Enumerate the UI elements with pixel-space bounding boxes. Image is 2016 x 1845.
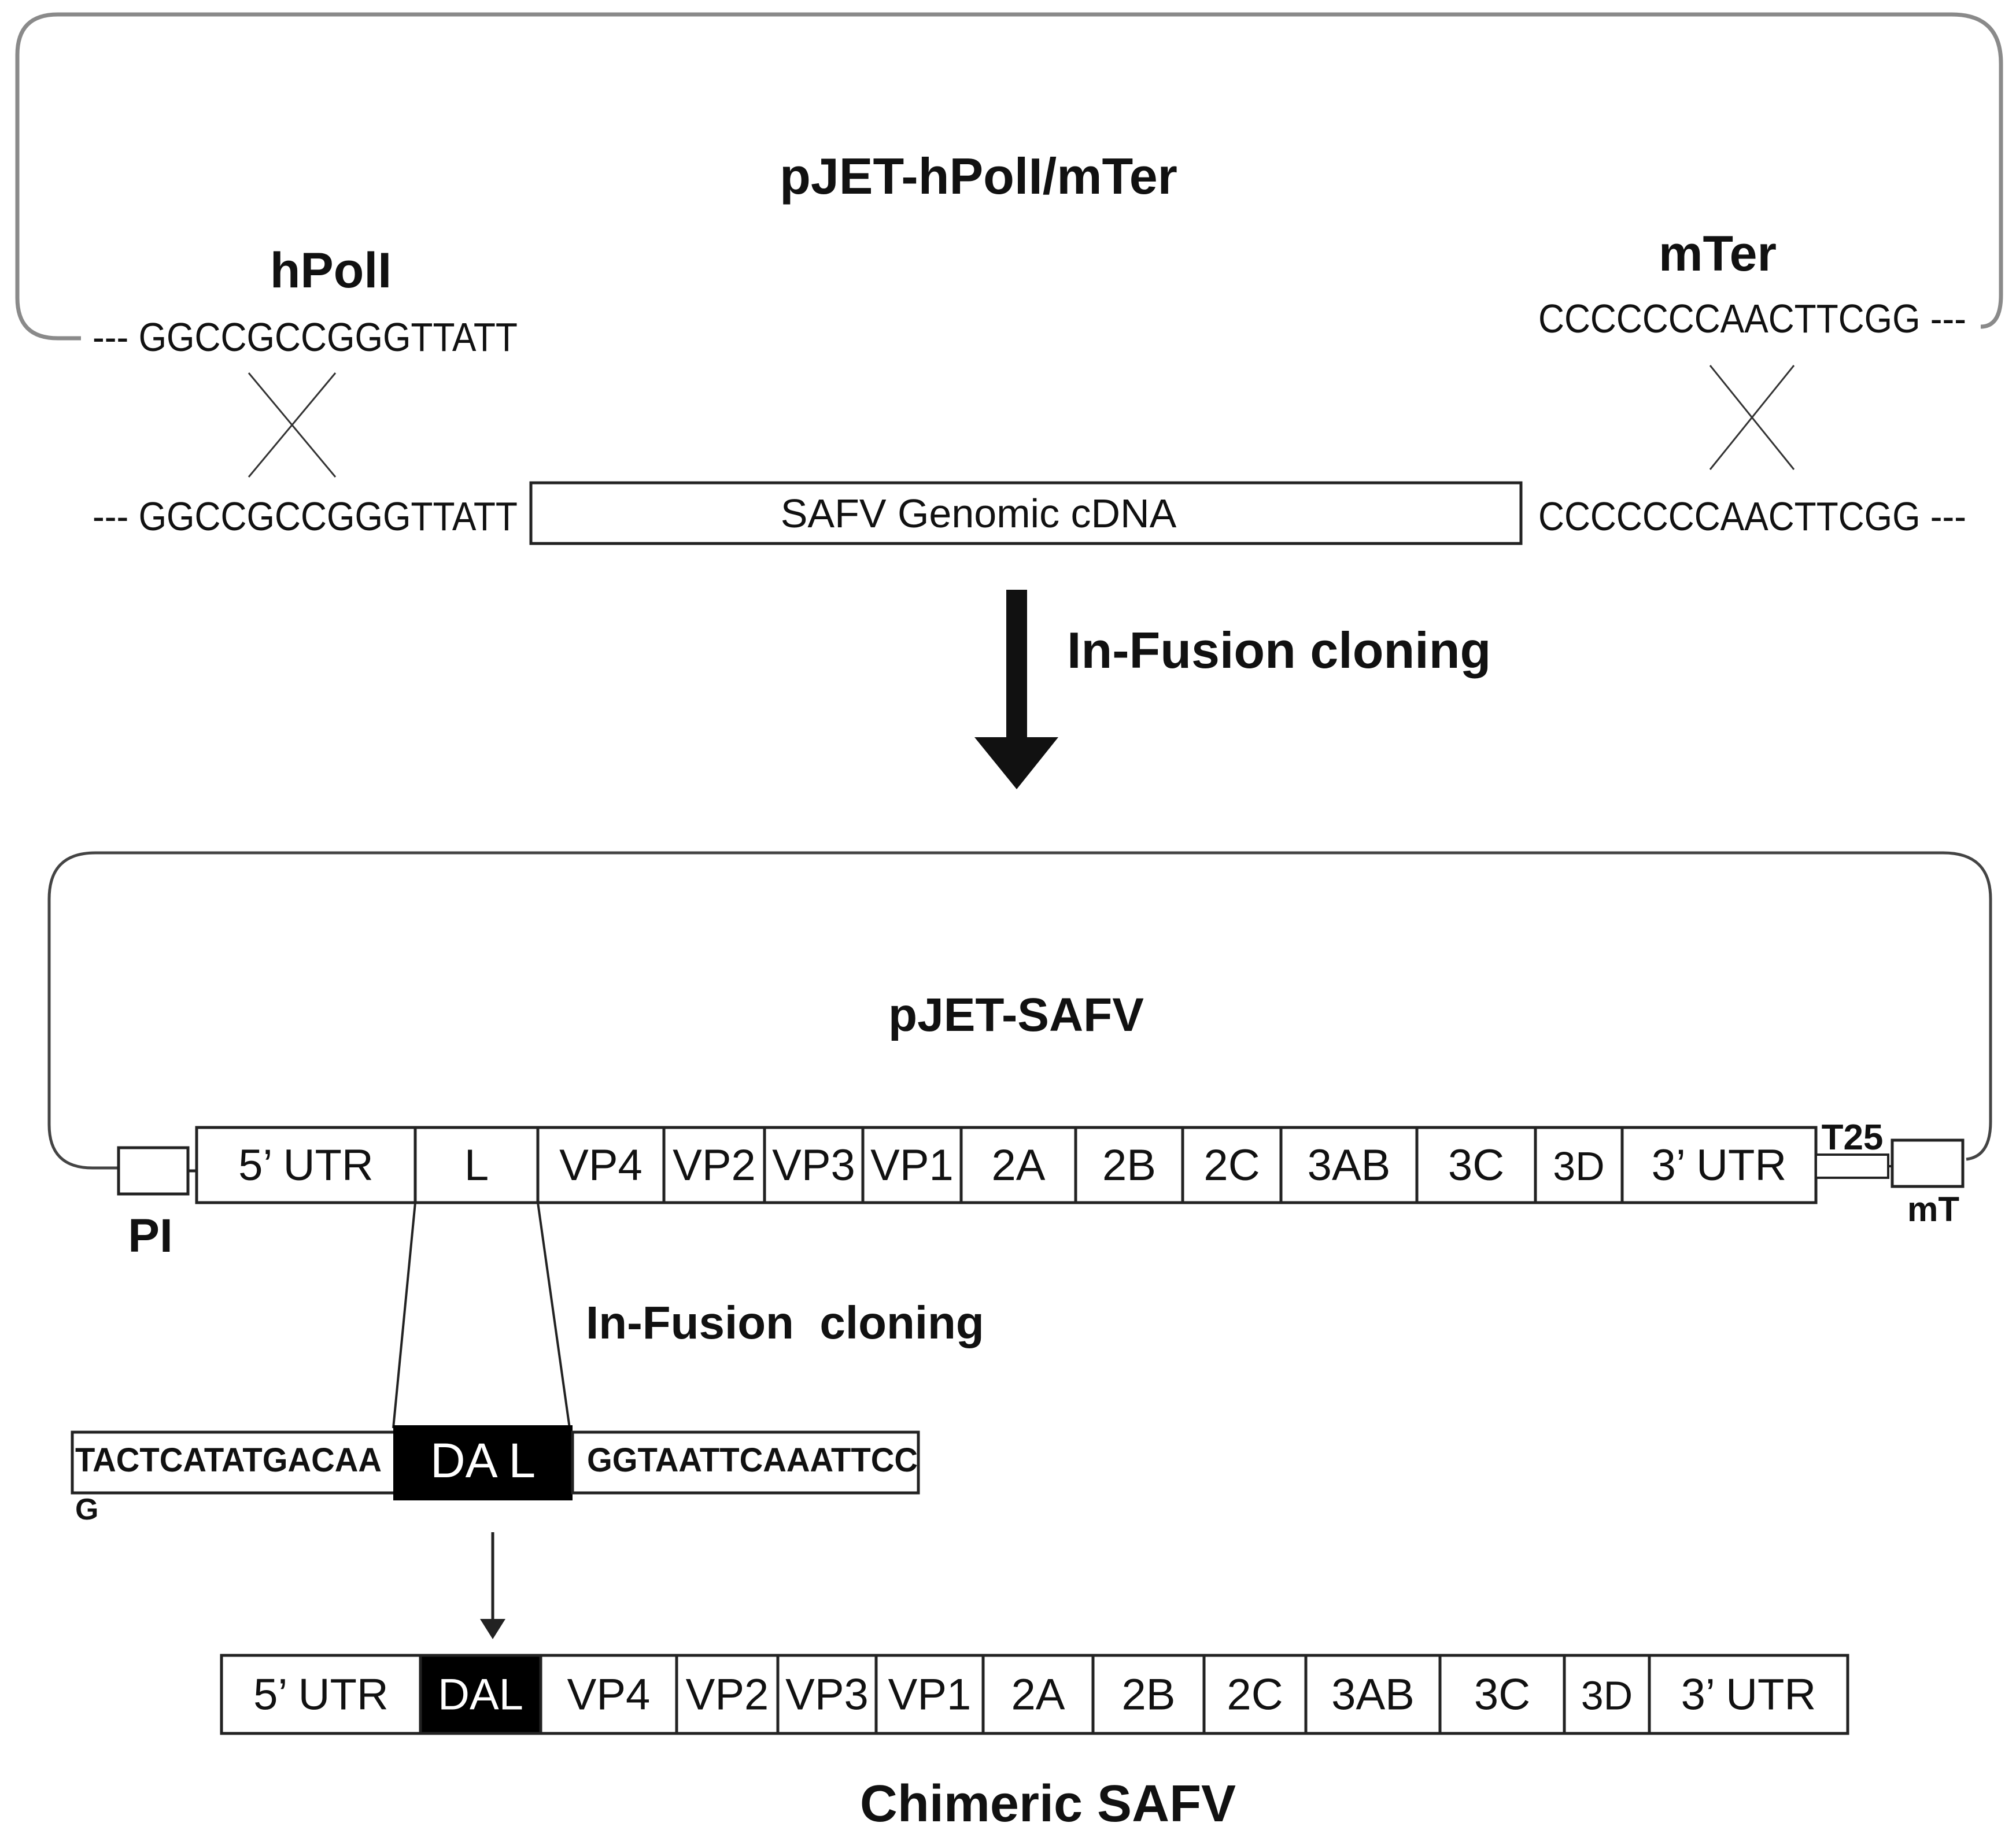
pjet-genome-segment-box [195,1126,417,1204]
zoom-line-left [392,1202,416,1429]
dal-left-flank-box [71,1430,398,1495]
chimeric-genome-segment-label: VP2 [686,1670,769,1720]
dal-insert-box [393,1425,573,1500]
chimeric-safv-genome: 5’ UTR DAL VP4 VP2 VP3 VP1 2A 2B 2C 3AB 3C 3D 3’ UTR [220,1654,1849,1735]
step1-arrow-head [974,737,1058,789]
dal-left-flank-seq: TACTCATATGACAA [75,1441,382,1479]
terminator-label: mT [1907,1190,1959,1229]
dal-left-flank-seq-overflow: G [75,1493,98,1526]
chimeric-title: Chimeric SAFV [860,1775,1236,1833]
pjet-genome-segment-label: 3C [1448,1141,1504,1190]
safv-genomic-cdna-box [529,481,1523,545]
pjet-genome-segment-label: 2C [1203,1141,1260,1190]
pjet-genome-segment-label: VP3 [772,1141,855,1190]
pjet-safv-title: pJET-SAFV [888,989,1144,1041]
chimeric-genome-segment-label: VP1 [888,1670,972,1720]
right-recombination-cross [1709,365,1795,470]
pjet-genome-segment-box [1074,1126,1184,1204]
pjet-genome-segment-box [1620,1126,1818,1204]
promoter-label: PI [128,1210,172,1262]
left-recombination-cross [248,372,337,478]
pjet-genome-segment-label: VP2 [673,1141,756,1190]
pjet-genome-segment-label: L [464,1141,489,1190]
pjet-genome-segment-label: 3D [1553,1144,1604,1189]
chimeric-genome-segment-label: 2B [1122,1670,1176,1720]
chimeric-genome-segment-box [776,1654,878,1735]
chimeric-genome-segment-label: 3’ UTR [1681,1670,1816,1720]
pjet-safv-genome: 5’ UTR L VP4 VP2 VP3 VP1 2A 2B 2C 3AB 3C 3D 3’ UTR [195,1126,1818,1204]
step1-arrow-shaft [1006,590,1027,743]
chimeric-genome-segment-box [675,1654,780,1735]
chimeric-genome-segment-label: 3C [1474,1670,1530,1720]
chimeric-genome-segment-label: 3D [1581,1673,1633,1718]
pjet-genome-segment-label: 2A [992,1141,1046,1190]
top-plasmid-title: pJET-hPolI/mTer [780,147,1177,205]
chimeric-genome-segment-box [1091,1654,1206,1735]
pjet-genome-segment-box [662,1126,766,1204]
chimeric-genome-segment-label: DAL [438,1670,523,1720]
pjet-genome-segment-box [763,1126,865,1204]
pjet-genome-segment-label: 3AB [1308,1141,1391,1190]
chimeric-genome-segment-label: 2C [1227,1670,1283,1720]
top-plasmid-backbone [15,12,2003,341]
pjet-genome-segment-box [1534,1126,1624,1204]
pjet-safv-backbone [47,851,1992,1170]
pjet-genome-segment-box [536,1126,666,1204]
left-vector-sequence: --- GGCCGCCGGGTTATT [93,315,518,360]
polya-tail-box [1815,1153,1889,1179]
chimeric-genome-segment-box [1304,1654,1442,1735]
zoom-line-right [537,1202,571,1429]
dal-right-flank-seq: GGTAATTCAAATTCC [587,1441,918,1479]
step1-label: In-Fusion cloning [1067,622,1491,679]
chimeric-genome-segment-label: 2A [1011,1670,1065,1720]
chimeric-genome-segment-label: 3AB [1331,1670,1415,1720]
step3-arrow-head [480,1619,505,1639]
dal-insert-label: DA L [430,1433,536,1488]
hpoli-label: hPolI [270,243,392,298]
chimeric-genome-segment-label: VP4 [567,1670,651,1720]
pjet-genome-segment-label: 3’ UTR [1652,1141,1787,1190]
safv-genomic-cdna-label: SAFV Genomic cDNA [781,491,1177,536]
right-insert-sequence: CCCCCCCAACTTCGG --- [1538,494,1966,539]
pjet-genome-segment-box [1279,1126,1419,1204]
chimeric-genome-segment-box [1438,1654,1566,1735]
polya-tail-label: T25 [1822,1118,1884,1158]
chimeric-genome-segment-box [1648,1654,1849,1735]
pjet-genome-segment-label: 2B [1102,1141,1156,1190]
right-vector-sequence: CCCCCCCAACTTCGG --- [1538,296,1966,341]
dal-right-flank-box [571,1430,920,1495]
pjet-genome-segment-label: VP1 [870,1141,954,1190]
promoter-box [117,1146,190,1196]
pjet-genome-segment-label: VP4 [559,1141,643,1190]
chimeric-genome-segment-label: VP3 [785,1670,869,1720]
step2-label: In-Fusion cloning [586,1297,984,1348]
terminator-box [1891,1138,1965,1188]
chimeric-genome-segment-box [419,1654,542,1735]
pjet-genome-segment-label: 5’ UTR [238,1141,374,1190]
left-insert-sequence: --- GGCCGCCGGGTTATT [93,494,518,539]
chimeric-genome-segment-box [220,1654,422,1735]
chimeric-genome-segment-box [874,1654,985,1735]
pjet-genome-segment-box [413,1126,540,1204]
chimeric-genome-segment-label: 5’ UTR [253,1670,389,1720]
mter-label: mTer [1659,226,1777,282]
